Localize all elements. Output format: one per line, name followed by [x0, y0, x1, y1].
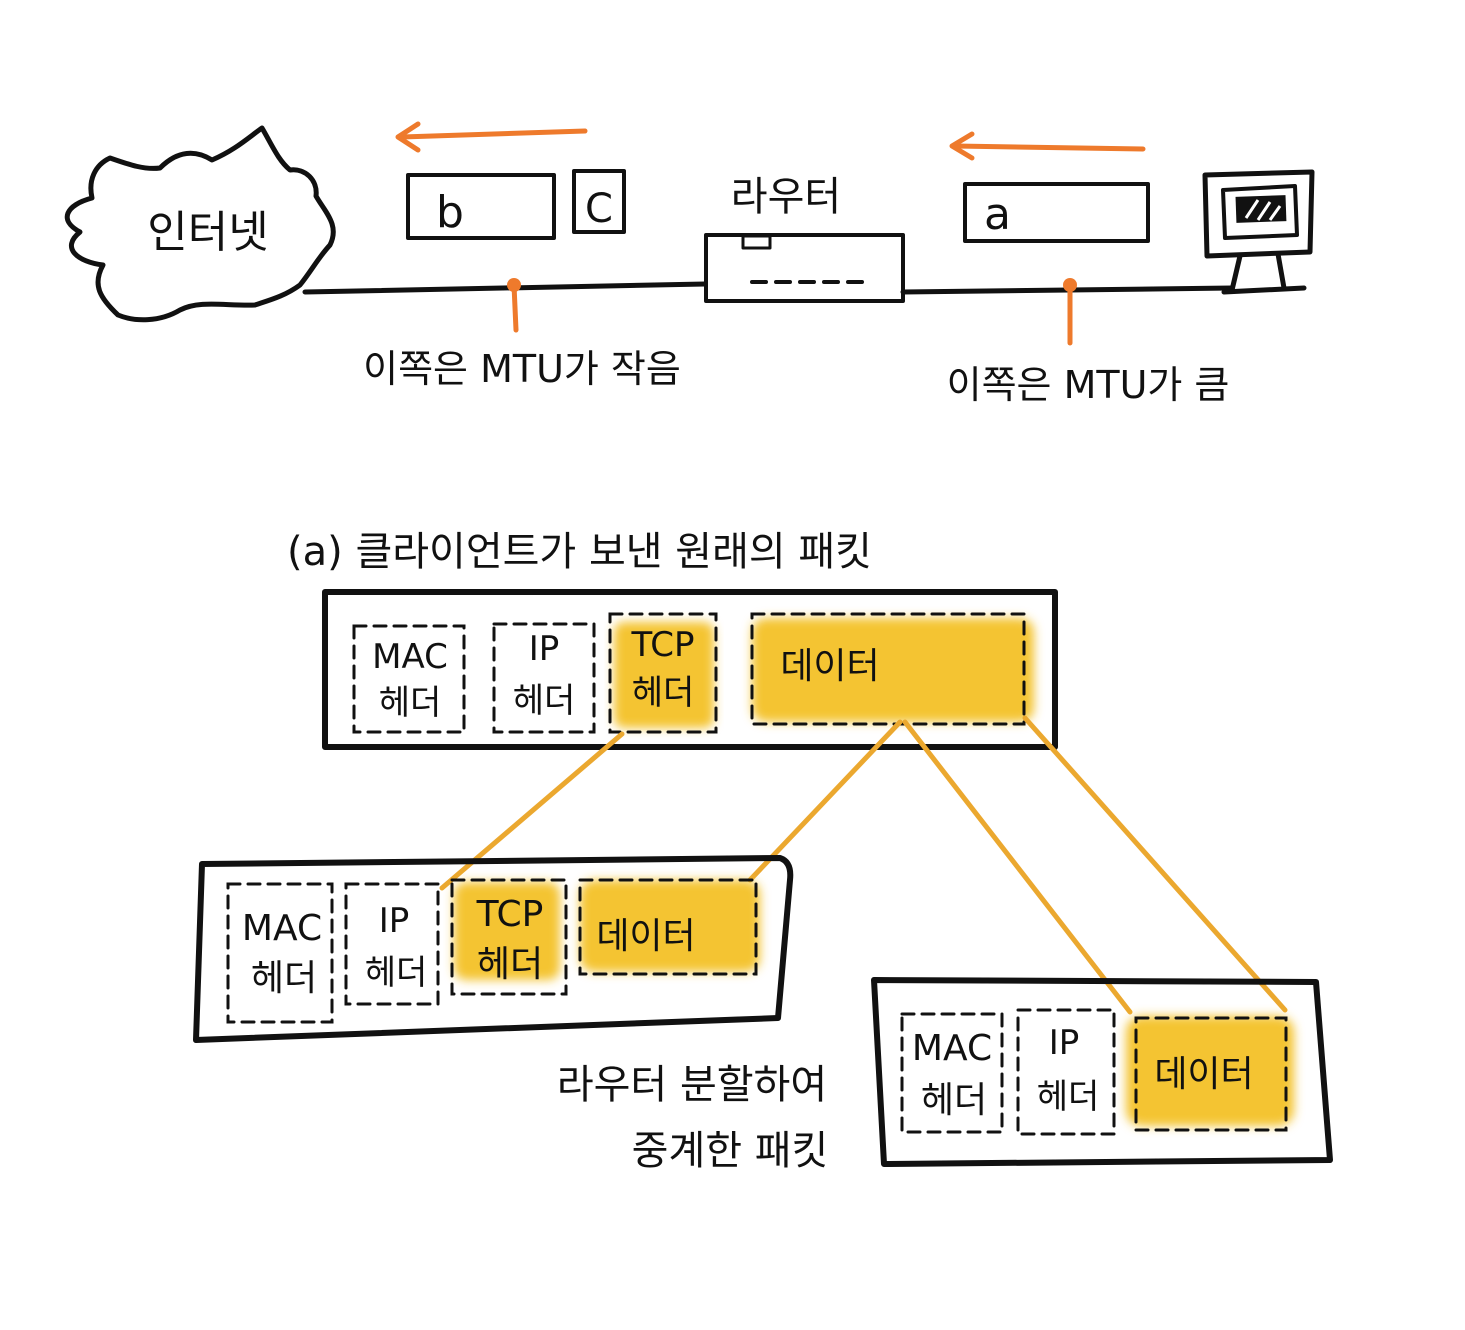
- fragment2-mac-header: MAC 헤더: [900, 1012, 1004, 1134]
- ip-header-label-top: IP: [529, 629, 560, 669]
- connector-data-to-fragment1: [747, 719, 903, 883]
- packet-c-label: C: [585, 186, 613, 232]
- connector-tcp-to-fragment1: [439, 731, 625, 891]
- router-label: 라우터: [731, 174, 841, 220]
- fragment2-ip-header: IP 헤더: [1016, 1008, 1116, 1136]
- fragment1-data: 데이터: [578, 878, 758, 976]
- mac-header-label-bottom: 헤더: [379, 683, 442, 723]
- fragment1-frame: [193, 855, 794, 1043]
- data-field: 데이터: [750, 612, 1026, 726]
- original-packet: MAC 헤더 IP 헤더 TCP 헤더 데이터: [322, 589, 1058, 750]
- ip-header-field: IP 헤더: [492, 622, 596, 734]
- fragment1-data-highlight: [580, 880, 760, 972]
- original-packet-frame: [322, 589, 1058, 750]
- fragment-packet-2: MAC 헤더 IP 헤더 데이터: [871, 977, 1333, 1167]
- fragment2-data: 데이터: [1134, 1016, 1288, 1132]
- network-topology: 인터넷 b C 라우터: [64, 121, 1315, 407]
- internet-label: 인터넷: [147, 207, 268, 258]
- internet-cloud-icon: 인터넷: [64, 125, 336, 323]
- fragment1-tcp-bottom: 헤더: [477, 944, 543, 985]
- fragment2-frame: [871, 977, 1333, 1167]
- connector-data-to-fragment2-start: [902, 719, 1133, 1015]
- flow-arrow-right: [949, 131, 1146, 161]
- fragment1-data-label: 데이터: [596, 916, 695, 957]
- fragment-packet-1: MAC 헤더 IP 헤더 TCP 헤더 데이터: [193, 855, 794, 1043]
- computer-icon: [1202, 169, 1315, 295]
- data-highlight: [752, 618, 1034, 722]
- packet-b-label: b: [436, 187, 464, 238]
- fragment2-mac-top: MAC: [912, 1028, 992, 1069]
- original-packet-a: a: [963, 182, 1150, 243]
- fragment-packet-b: b: [406, 173, 556, 240]
- fragmented-caption-line1: 라우터 분할하여: [557, 1062, 827, 1108]
- packet-a-label: a: [984, 189, 1011, 240]
- mac-header-field: MAC 헤더: [352, 624, 466, 734]
- fragment1-mac-header: MAC 헤더: [226, 882, 334, 1024]
- fragment-packet-c: C: [572, 169, 626, 234]
- mtu-large-note: 이쪽은 MTU가 큼: [947, 363, 1230, 407]
- original-packet-caption: (a) 클라이언트가 보낸 원래의 패킷: [287, 529, 872, 575]
- fragment2-data-label: 데이터: [1154, 1054, 1253, 1095]
- fragment1-mac-top: MAC: [242, 908, 322, 949]
- router-icon: 라우터: [704, 174, 905, 303]
- connector-data-to-fragment2-end: [1022, 715, 1288, 1013]
- fragment1-ip-bottom: 헤더: [365, 953, 428, 993]
- fragment1-mac-bottom: 헤더: [251, 958, 317, 999]
- fragment2-data-highlight: [1126, 1016, 1294, 1126]
- fragment-connectors: [439, 715, 1288, 1015]
- tcp-header-field: TCP 헤더: [608, 612, 718, 734]
- fragment1-ip-header: IP 헤더: [344, 882, 440, 1006]
- fragmented-caption-line2: 중계한 패킷: [632, 1128, 829, 1174]
- data-label: 데이터: [780, 646, 879, 687]
- fragment1-tcp-highlight: [454, 882, 560, 980]
- tcp-header-label-top: TCP: [630, 625, 694, 665]
- fragment1-tcp-header: TCP 헤더: [450, 878, 568, 996]
- fragment2-ip-bottom: 헤더: [1037, 1077, 1100, 1117]
- mac-header-label-top: MAC: [372, 637, 448, 677]
- tcp-header-highlight: [614, 622, 714, 728]
- flow-arrow-left: [395, 121, 588, 153]
- fragment1-ip-top: IP: [379, 901, 410, 941]
- fragment1-tcp-top: TCP: [476, 894, 544, 935]
- mtu-small-note: 이쪽은 MTU가 작음: [363, 347, 681, 391]
- network-line-left: [302, 281, 708, 295]
- mtu-marker-left: [507, 278, 521, 333]
- mtu-marker-right: [1063, 278, 1077, 346]
- tcp-header-label-bottom: 헤더: [632, 673, 695, 713]
- fragment2-mac-bottom: 헤더: [921, 1080, 987, 1121]
- ip-header-label-bottom: 헤더: [513, 681, 576, 721]
- fragment2-ip-top: IP: [1049, 1023, 1080, 1063]
